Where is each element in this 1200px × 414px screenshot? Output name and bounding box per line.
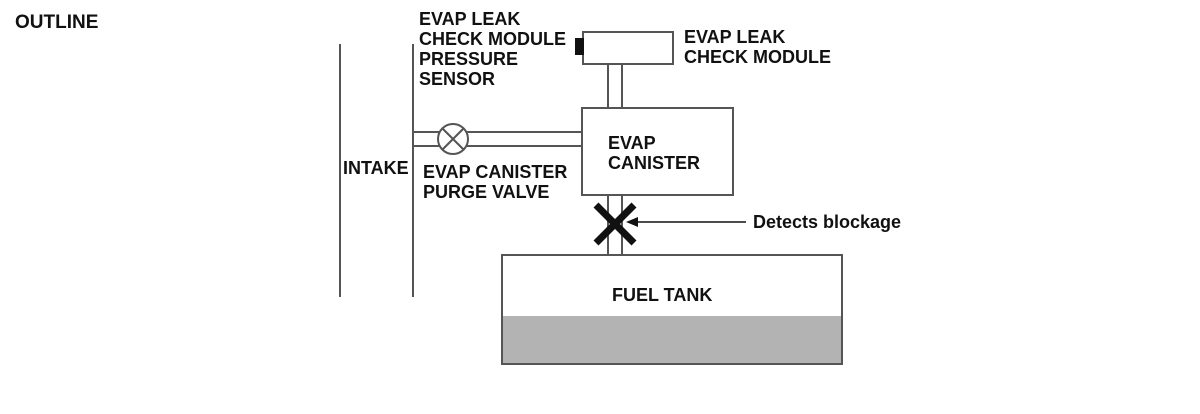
blockage-note: Detects blockage [753, 212, 902, 232]
canister-label: EVAP CANISTER [608, 133, 701, 173]
diagram-title: OUTLINE [15, 12, 99, 33]
blockage-x-mark [593, 202, 637, 246]
blockage-arrow [626, 217, 746, 227]
fuel-tank-label: FUEL TANK [612, 285, 713, 305]
canister-box [581, 107, 734, 196]
intake-label: INTAKE [343, 158, 409, 178]
leak-check-module-box [582, 31, 674, 65]
leak-check-module-label: EVAP LEAK CHECK MODULE [684, 27, 831, 67]
purge-valve-symbol [437, 123, 469, 155]
canister-tank-pipe [607, 195, 623, 255]
purge-valve-label: EVAP CANISTER PURGE VALVE [423, 162, 568, 202]
fuel-level [502, 316, 842, 364]
fuel-tank-box [501, 254, 843, 365]
pressure-sensor-connector [575, 38, 584, 55]
module-canister-pipe [607, 64, 623, 108]
pressure-sensor-label: EVAP LEAK CHECK MODULE PRESSURE SENSOR [419, 9, 566, 89]
